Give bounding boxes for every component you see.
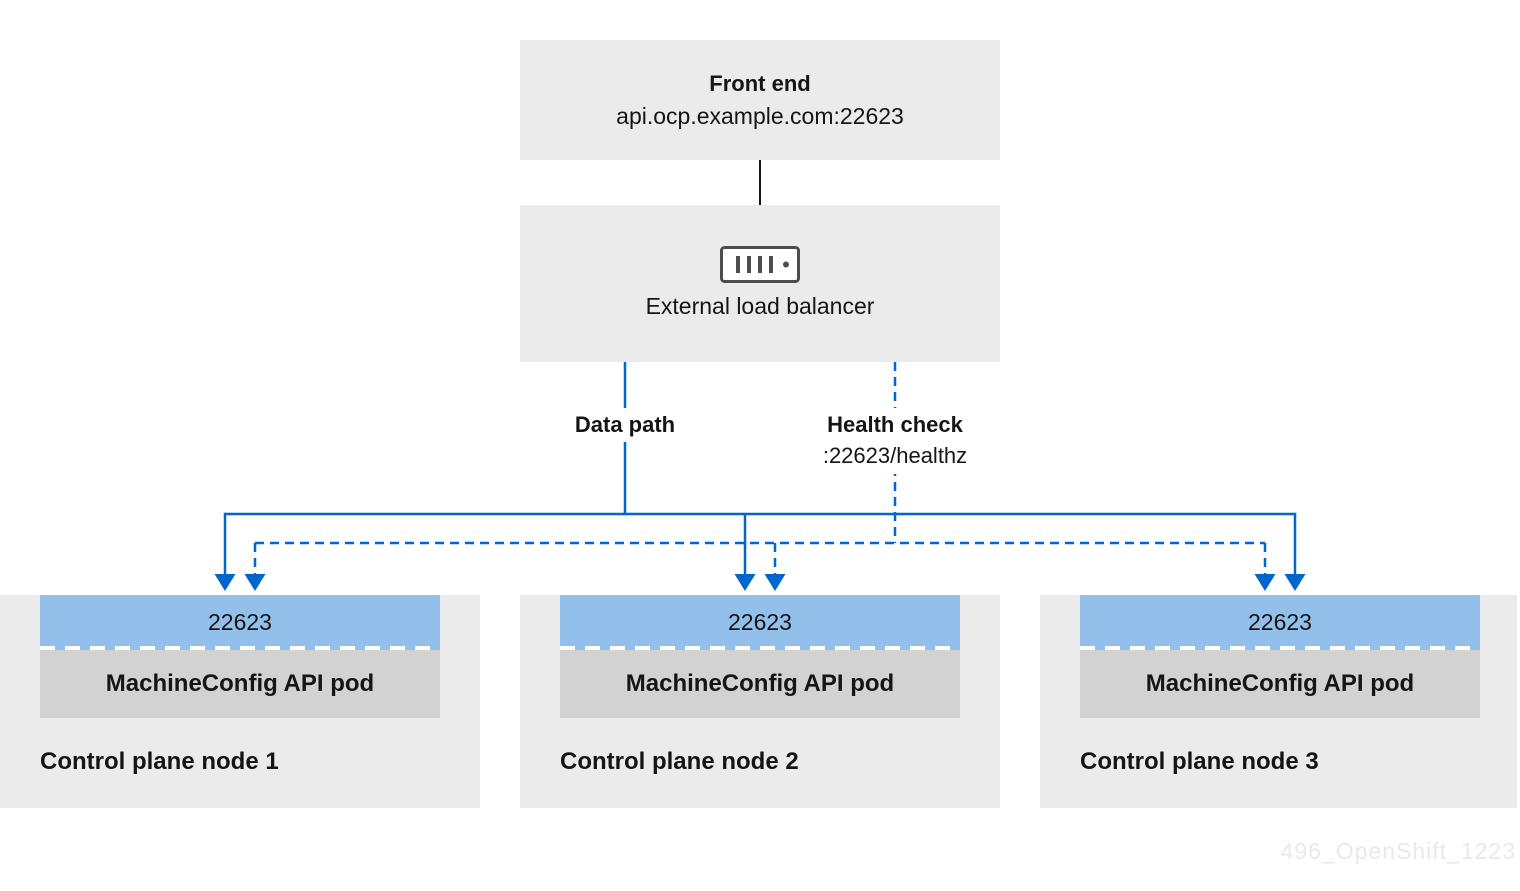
node-title: Control plane node 3 — [1080, 748, 1319, 775]
health-check-endpoint: :22623/healthz — [822, 443, 968, 468]
data-path-label: Data path — [564, 408, 686, 442]
control-plane-node-2: 22623 MachineConfig API pod Control plan… — [520, 595, 1000, 808]
arrow-down-icon — [244, 574, 266, 591]
port-box: 22623 — [40, 595, 440, 650]
control-plane-node-1: 22623 MachineConfig API pod Control plan… — [0, 595, 480, 808]
port-box: 22623 — [1080, 595, 1480, 650]
health-check-line — [253, 362, 1267, 576]
dashed-divider — [40, 646, 440, 651]
port-box: 22623 — [560, 595, 960, 650]
dashed-divider — [560, 646, 960, 651]
machineconfig-api-pod: MachineConfig API pod — [1080, 650, 1480, 718]
load-balancer-box: External load balancer — [520, 205, 1000, 362]
machineconfig-api-pod: MachineConfig API pod — [560, 650, 960, 718]
arrow-down-icon — [214, 574, 236, 591]
health-check-label: Health check :22623/healthz — [812, 408, 978, 474]
arrow-down-icon — [734, 574, 756, 591]
arrow-down-icon — [764, 574, 786, 591]
server-icon — [720, 246, 800, 283]
control-plane-node-3: 22623 MachineConfig API pod Control plan… — [1040, 595, 1517, 808]
load-balancer-label: External load balancer — [645, 293, 875, 319]
machineconfig-api-pod: MachineConfig API pod — [40, 650, 440, 718]
front-end-title: Front end — [709, 71, 811, 96]
dashed-divider — [1080, 646, 1480, 651]
arrow-down-icon — [1284, 574, 1306, 591]
node-title: Control plane node 2 — [560, 748, 799, 775]
front-end-address: api.ocp.example.com:22623 — [616, 103, 904, 129]
watermark: 496_OpenShift_1223 — [1280, 838, 1516, 864]
arrow-icons — [214, 574, 1306, 591]
data-path-line — [223, 362, 1297, 576]
arrow-down-icon — [1254, 574, 1276, 591]
front-end-box: Front end api.ocp.example.com:22623 — [520, 40, 1000, 160]
node-title: Control plane node 1 — [40, 748, 279, 775]
